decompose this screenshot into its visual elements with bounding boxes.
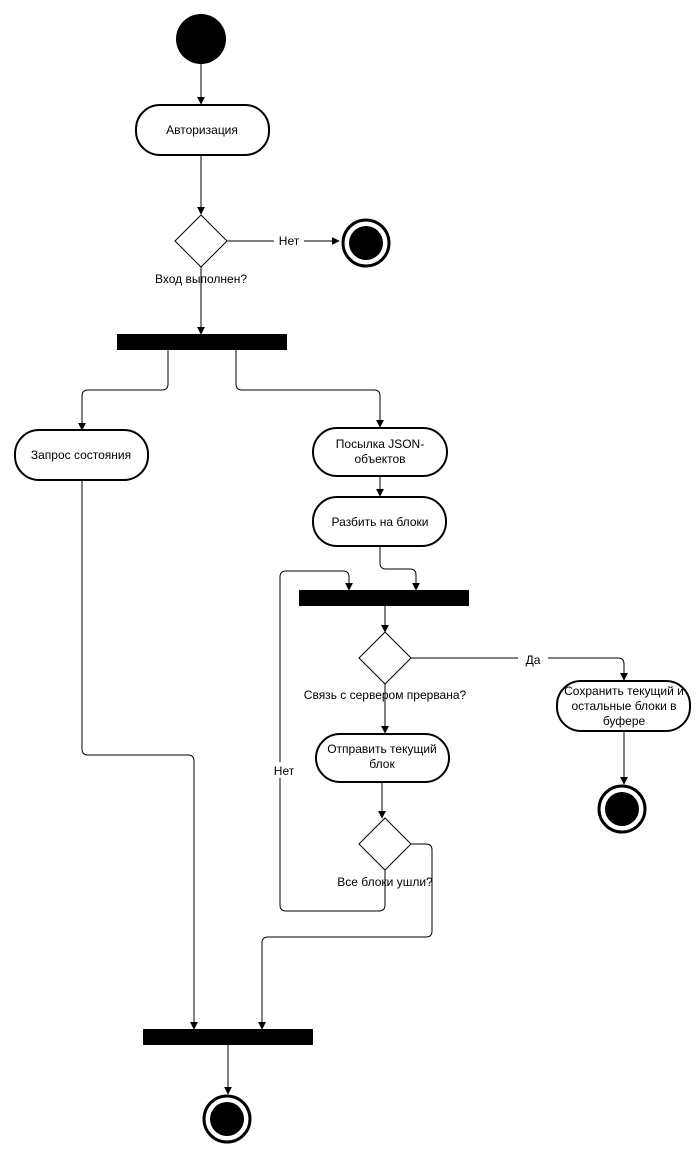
action-send-block-label-1: Отправить текущий (327, 742, 437, 756)
action-save-buffer-label-1: Сохранить текущий и (564, 684, 684, 698)
fork-bar-2 (299, 590, 469, 606)
edge-no-2-bg (270, 762, 298, 778)
action-send-json (312, 427, 448, 477)
action-status-request-label: Запрос состояния (31, 448, 131, 462)
start-node (176, 14, 226, 64)
decision-login (174, 214, 228, 268)
edge-decision-to-save-yes (411, 657, 624, 680)
fork-bar-1 (117, 334, 287, 350)
action-send-json-label-1: Посылка JSON- (336, 437, 424, 451)
edge-no-2-label: Нет (274, 764, 295, 778)
edge-no-label: Нет (279, 234, 300, 248)
edge-decision-to-join (258, 843, 433, 1030)
decision-connection-label: Связь с сервером прервана? (304, 688, 467, 702)
decision-login-label: Вход выполнен? (155, 272, 247, 286)
edge-fork-to-status (78, 350, 169, 431)
action-split-blocks-label: Разбить на блоки (332, 515, 429, 529)
edge-split-to-fork2 (379, 546, 420, 591)
edge-loop-back-no (279, 570, 386, 912)
edge-yes-label: Да (526, 653, 541, 667)
end-node-top (349, 226, 383, 260)
action-send-block-label-2: блок (369, 757, 395, 771)
edge-fork-to-json (235, 350, 384, 428)
join-bar (143, 1029, 313, 1045)
action-send-block (315, 733, 450, 783)
end-node-final (210, 1102, 244, 1136)
action-auth-label: Авторизация (166, 123, 238, 137)
action-save-buffer-label-2: остальные блоки в (571, 699, 676, 713)
end-node-right (605, 792, 639, 826)
action-save-buffer-label-3: буфере (603, 714, 646, 728)
action-send-json-label-2: объектов (354, 452, 405, 466)
action-status-request (14, 429, 149, 481)
action-split-blocks (312, 496, 447, 547)
edge-status-to-join (81, 480, 198, 1030)
action-save-buffer (556, 680, 691, 732)
decision-connection (358, 631, 412, 685)
decision-all-sent (358, 817, 412, 871)
action-auth (135, 104, 270, 156)
decision-all-sent-label: Все блоки ушли? (337, 875, 433, 889)
